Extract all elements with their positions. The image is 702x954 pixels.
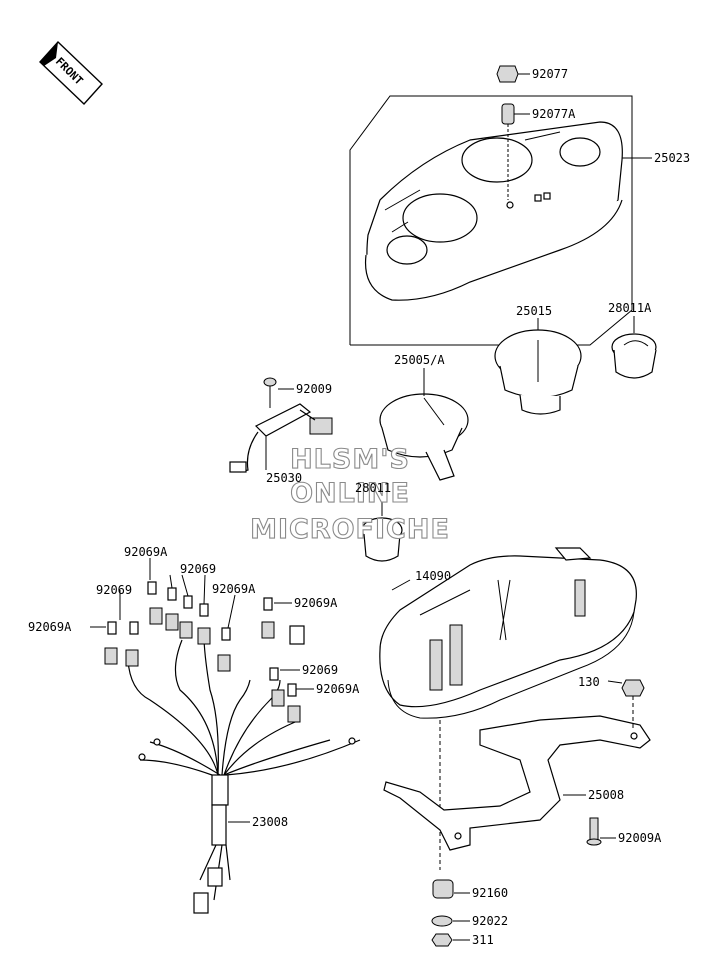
label-92022: 92022 <box>472 914 508 928</box>
watermark: HLSM'S ONLINE MICROFICHE <box>250 443 450 545</box>
watermark-line-3: MICROFICHE <box>250 514 450 545</box>
label-92069A-5: 92069A <box>316 682 360 696</box>
screw-92009A <box>586 817 616 846</box>
leader-lines <box>90 558 411 690</box>
label-28011: 28011 <box>355 481 391 495</box>
label-28011A: 28011A <box>608 301 652 315</box>
lcd-module <box>229 403 333 473</box>
front-arrow-icon: FRONT <box>39 40 103 106</box>
label-130: 130 <box>578 675 600 689</box>
label-92077A: 92077A <box>532 107 576 121</box>
bulb-sockets <box>104 581 305 723</box>
label-92069-3: 92069 <box>302 663 338 677</box>
speedometer <box>379 368 469 481</box>
label-25005A: 25005/A <box>394 353 445 367</box>
label-92009A: 92009A <box>618 831 662 845</box>
assembly-outline <box>349 95 633 346</box>
washer-92022 <box>431 915 470 927</box>
label-23008: 23008 <box>252 815 288 829</box>
grommet-92077A <box>501 103 530 200</box>
label-92009: 92009 <box>296 382 332 396</box>
wire-harness <box>127 639 361 914</box>
indicator-28011 <box>361 496 403 562</box>
label-92160: 92160 <box>472 886 508 900</box>
watermark-line-2: ONLINE <box>290 478 410 509</box>
bolt-130 <box>607 679 645 730</box>
screw-92009 <box>263 377 294 408</box>
indicator-28011A <box>611 316 657 379</box>
damper-92160 <box>432 879 470 899</box>
label-92069A-4: 92069A <box>28 620 72 634</box>
label-92077: 92077 <box>532 67 568 81</box>
nut-92077 <box>496 65 530 83</box>
label-25008: 25008 <box>588 788 624 802</box>
label-92069-2: 92069 <box>180 562 216 576</box>
meter-case <box>379 547 637 870</box>
bracket-25008 <box>383 715 651 851</box>
label-311: 311 <box>472 933 494 947</box>
label-92069A-3: 92069A <box>294 596 338 610</box>
label-92069A-2: 92069A <box>212 582 256 596</box>
label-14090: 14090 <box>415 569 451 583</box>
label-92069-1: 92069 <box>96 583 132 597</box>
tachometer <box>494 318 582 415</box>
meter-housing <box>364 121 623 301</box>
nut-311 <box>431 933 470 947</box>
watermark-line-1: HLSM'S <box>290 444 410 475</box>
label-25030: 25030 <box>266 471 302 485</box>
label-25023: 25023 <box>654 151 690 165</box>
label-92069A-1: 92069A <box>124 545 168 559</box>
label-25015: 25015 <box>516 304 552 318</box>
